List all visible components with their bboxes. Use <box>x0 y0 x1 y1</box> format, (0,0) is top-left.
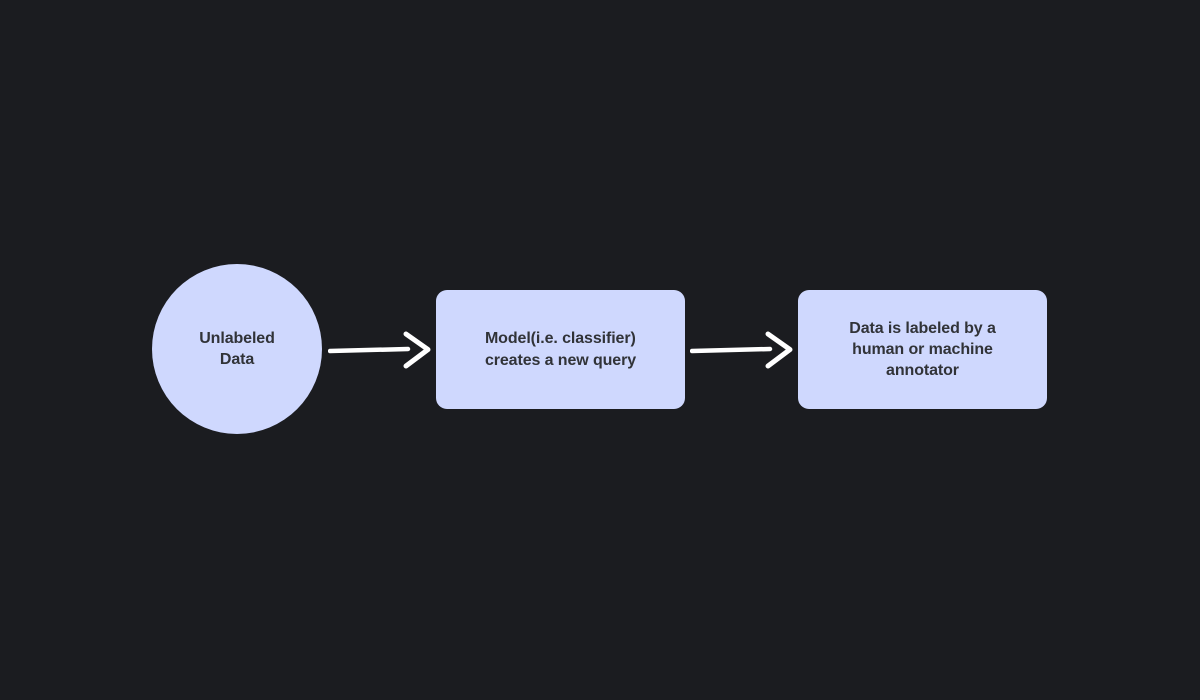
node-model-query[interactable]: Model(i.e. classifier) creates a new que… <box>436 290 685 409</box>
node-unlabeled-data[interactable]: Unlabeled Data <box>152 264 322 434</box>
arrow-model-query-to-data-labeled <box>690 331 793 369</box>
node-unlabeled-data-label: Unlabeled Data <box>199 329 275 368</box>
node-model-query-label: Model(i.e. classifier) creates a new que… <box>484 330 637 369</box>
node-data-labeled-label: Data is labeled by a human or machine an… <box>849 319 996 380</box>
arrow-unlabeled-data-to-model-query <box>328 331 431 369</box>
node-data-labeled[interactable]: Data is labeled by a human or machine an… <box>798 290 1047 409</box>
